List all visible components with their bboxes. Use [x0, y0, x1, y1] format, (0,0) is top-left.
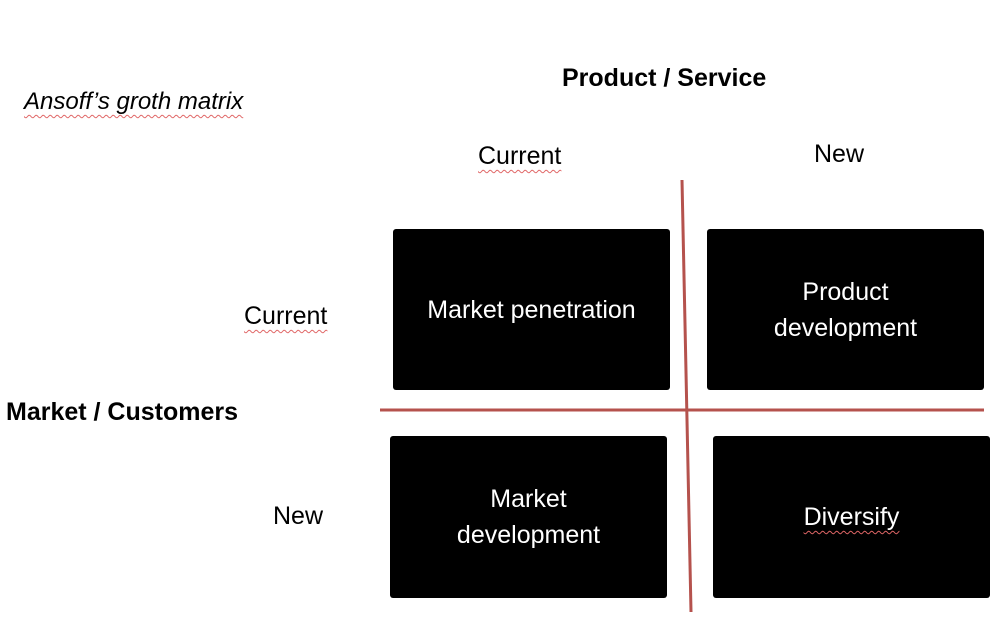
cell-diversify: Diversify — [713, 436, 990, 598]
product-axis-title: Product / Service — [562, 64, 767, 92]
vertical-divider — [680, 179, 693, 613]
cell-label-market-penetration: Market penetration — [427, 295, 636, 324]
matrix-title: Ansoff’s groth matrix — [24, 88, 244, 115]
cell-label-market-development: Market development — [456, 485, 601, 549]
market-axis-title: Market / Customers — [6, 398, 239, 426]
cell-market-penetration: Market penetration — [393, 229, 670, 390]
column-label-new: New — [814, 140, 865, 168]
cell-label-product-development: Product development — [773, 277, 918, 342]
row-label-current: Current — [244, 302, 328, 330]
cell-market-development: Market development — [390, 436, 667, 598]
row-label-new: New — [273, 502, 324, 530]
column-label-current: Current — [478, 142, 562, 170]
cell-product-development: Product development — [707, 229, 984, 390]
cell-label-diversify: Diversify — [803, 503, 900, 531]
